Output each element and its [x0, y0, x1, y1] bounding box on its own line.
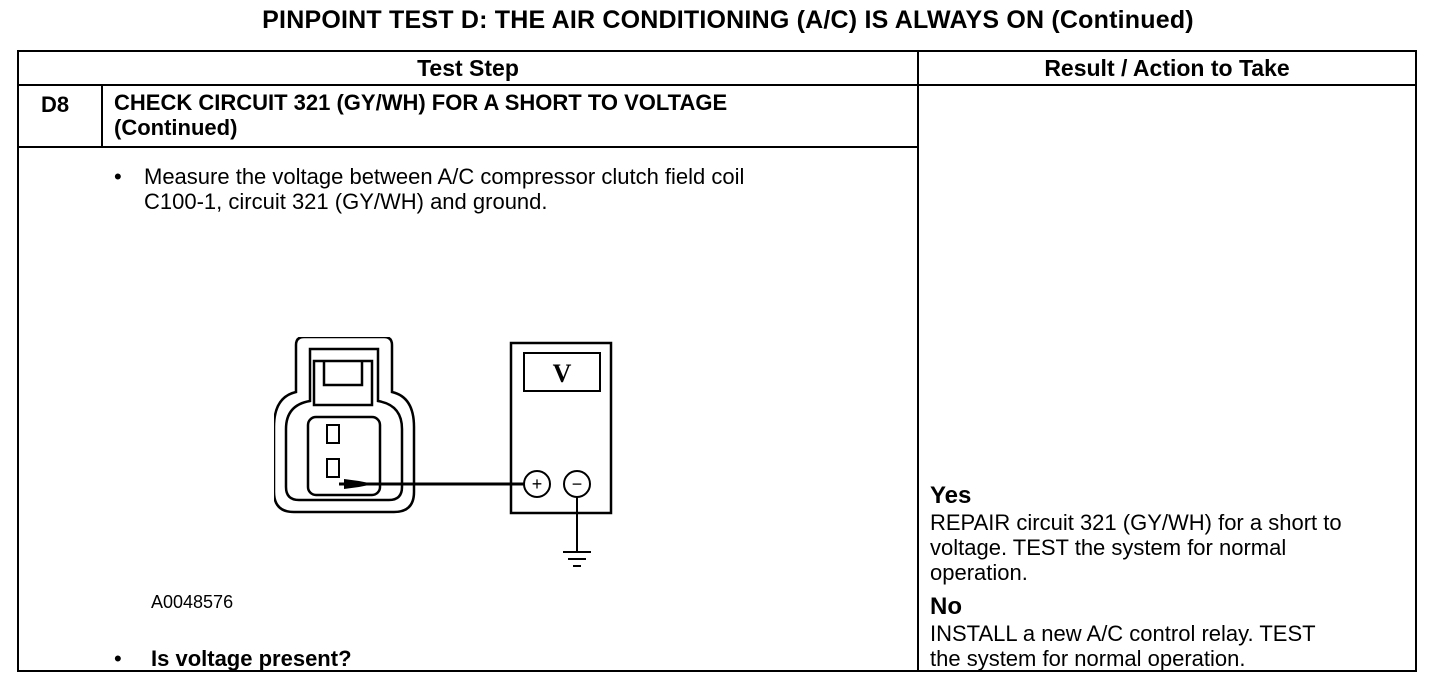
result-yes-line1: REPAIR circuit 321 (GY/WH) for a short t… [930, 510, 1342, 535]
connector-voltmeter-diagram: V + − [274, 337, 613, 567]
result-yes-label: Yes [930, 482, 972, 509]
bullet-1: • [114, 164, 122, 189]
result-no-line1: INSTALL a new A/C control relay. TEST [930, 621, 1316, 646]
connector-inner-shell [284, 347, 404, 502]
result-no-label: No [930, 593, 962, 620]
result-no-text: INSTALL a new A/C control relay. TEST th… [930, 621, 1420, 671]
connector-terminal-body [306, 415, 382, 497]
voltmeter-display-text: V [553, 359, 572, 388]
pinpoint-test-table: Test Step Result / Action to Take D8 CHE… [17, 50, 1417, 672]
step-title-line2: (Continued) [114, 115, 238, 140]
connector-outer-shell [274, 337, 416, 514]
terminal-pin-1 [326, 424, 340, 444]
header-test-step: Test Step [417, 55, 519, 81]
instruction-line2: C100-1, circuit 321 (GY/WH) and ground. [144, 189, 548, 214]
step-id: D8 [41, 92, 70, 117]
step-title-line1: CHECK CIRCUIT 321 (GY/WH) FOR A SHORT TO… [114, 90, 728, 115]
instruction-line1: Measure the voltage between A/C compress… [144, 164, 745, 189]
probe-tip [344, 479, 374, 489]
header-result: Result / Action to Take [1044, 55, 1290, 81]
step-title: CHECK CIRCUIT 321 (GY/WH) FOR A SHORT TO… [114, 90, 727, 140]
voltmeter-display [523, 352, 601, 392]
bullet-2: • [114, 646, 122, 671]
result-yes-text: REPAIR circuit 321 (GY/WH) for a short t… [930, 510, 1420, 585]
page-title: PINPOINT TEST D: THE AIR CONDITIONING (A… [262, 6, 1194, 34]
minus-sign: − [572, 474, 583, 494]
header-divider [19, 84, 1415, 86]
voltmeter-body [509, 341, 613, 515]
column-divider [917, 52, 919, 672]
result-yes-line2: voltage. TEST the system for normal [930, 535, 1287, 560]
question-text: Is voltage present? [151, 646, 352, 671]
step-title-divider [19, 146, 917, 148]
result-yes-line3: operation. [930, 560, 1028, 585]
instruction-text: Measure the voltage between A/C compress… [144, 164, 904, 214]
plus-sign: + [532, 474, 543, 494]
step-id-divider [101, 86, 103, 146]
figure-code: A0048576 [151, 592, 234, 612]
connector-latch [312, 359, 374, 407]
terminal-pin-2 [326, 458, 340, 478]
result-no-line2: the system for normal operation. [930, 646, 1246, 671]
